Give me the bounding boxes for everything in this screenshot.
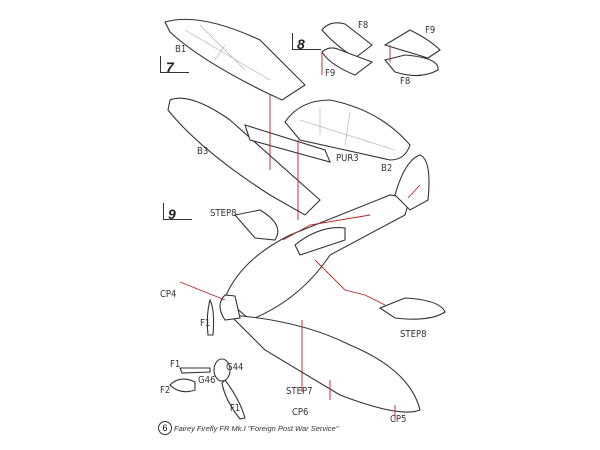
- label-b1: B1: [175, 44, 187, 55]
- fuselage: [224, 194, 411, 321]
- step8-part-left: [233, 209, 279, 241]
- label-cp5: CP5: [390, 414, 407, 425]
- label-cp4: CP4: [160, 289, 177, 300]
- step-8-box: [292, 33, 321, 50]
- tailplane-part-f8: [321, 22, 373, 59]
- tailplane-part-f8-right: [384, 54, 439, 77]
- label-f1-top: F1: [200, 318, 211, 329]
- label-f2: F2: [160, 385, 171, 396]
- tailplane-part-f9: [321, 47, 374, 76]
- propeller-blade-f1-bottom: [221, 379, 246, 420]
- step-7-number: 7: [166, 59, 174, 75]
- label-f1-left: F1: [170, 359, 181, 370]
- label-step8-left: STEP8: [210, 208, 237, 219]
- step-9-number: 9: [168, 206, 176, 222]
- label-g46: G46: [198, 375, 216, 386]
- propeller-blade-f1-left: [179, 367, 211, 374]
- caption-number: 6: [158, 421, 172, 435]
- label-f8: F8: [358, 20, 369, 31]
- label-cp6: CP6: [292, 407, 309, 418]
- label-step8-right: STEP8: [400, 329, 427, 340]
- label-b3: B3: [197, 146, 209, 157]
- wing-part-b3: [167, 97, 321, 216]
- canopy: [294, 227, 346, 256]
- caption-text: Fairey Firefly FR Mk.I "Foreign Post War…: [174, 424, 339, 433]
- spinner-f2: [169, 378, 196, 393]
- label-pur3: PUR3: [336, 153, 359, 164]
- label-f1-bottom: F1: [230, 403, 241, 414]
- label-step7: STEP7: [286, 386, 313, 397]
- step8-part-right: [378, 297, 446, 320]
- guide-lines: [179, 45, 421, 420]
- propeller-blade-f1-top: [206, 298, 215, 336]
- tailplane-part-f9-right: [383, 29, 441, 59]
- step-8-number: 8: [297, 36, 305, 52]
- label-f8-right: F8: [400, 76, 411, 87]
- lower-wing-assembly: [228, 314, 421, 413]
- label-b2: B2: [381, 163, 393, 174]
- label-g44: G44: [226, 362, 244, 373]
- cowling: [219, 294, 241, 321]
- label-f9: F9: [325, 68, 336, 79]
- step-7-box: [160, 56, 189, 73]
- step-9-box: [163, 203, 192, 220]
- label-f9-right: F9: [425, 25, 436, 36]
- tail-fin: [394, 154, 430, 211]
- propeller-hub-g44: [213, 358, 231, 382]
